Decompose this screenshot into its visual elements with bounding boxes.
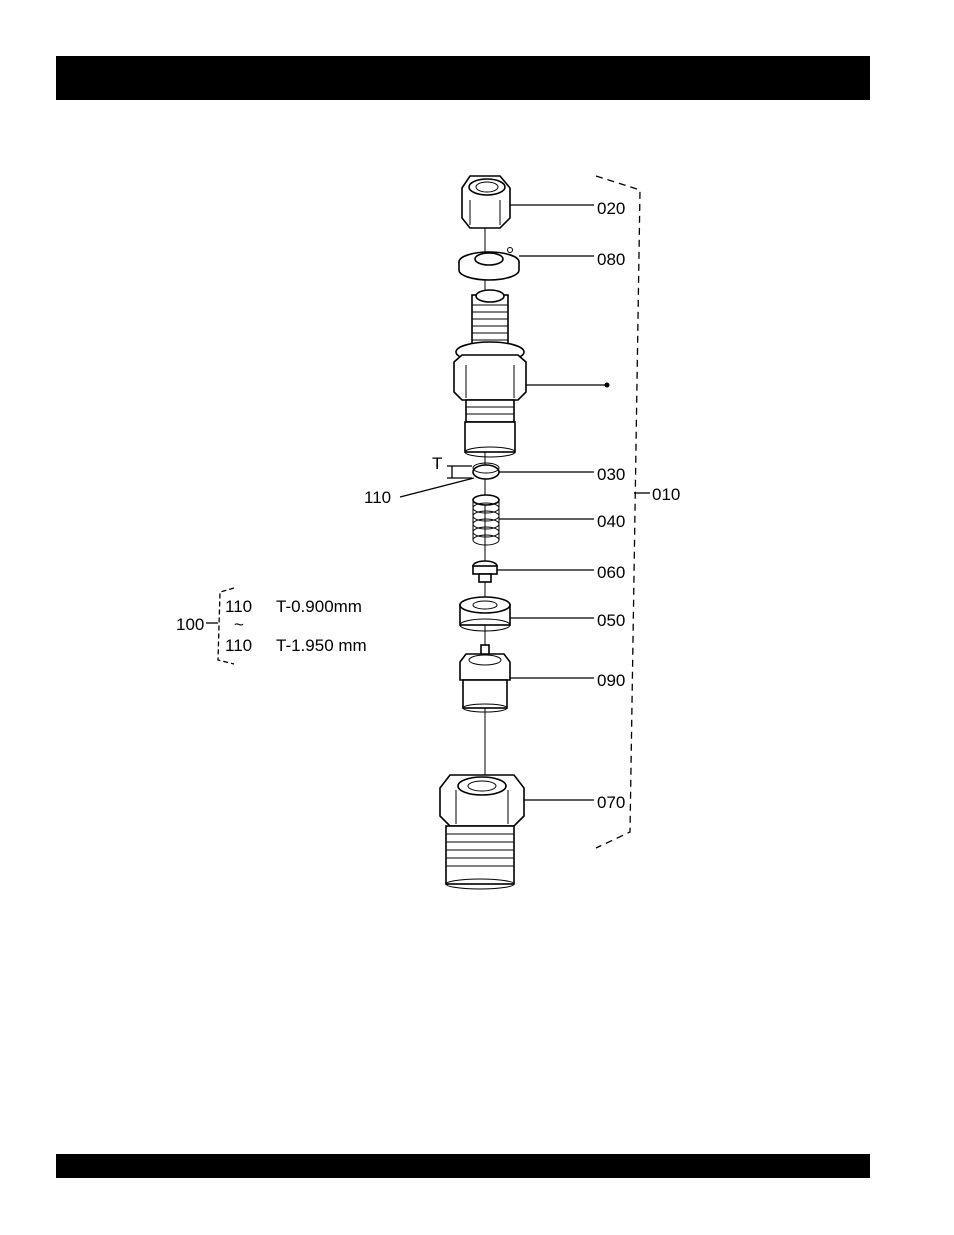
- callout-100: 100: [176, 615, 204, 634]
- part-070-retaining-nut: [440, 775, 524, 889]
- callout-080: 080: [597, 250, 625, 269]
- shim-row1-part: 110: [225, 597, 252, 616]
- shim-row2-spec: T-1.950 mm: [276, 636, 367, 655]
- part-030-shim: [473, 463, 499, 479]
- callout-050: 050: [597, 611, 625, 630]
- part-060-seat: [473, 561, 497, 582]
- part-090-nozzle: [460, 645, 510, 712]
- callout-090: 090: [597, 671, 625, 690]
- callout-110: 110: [364, 488, 391, 507]
- callout-030: 030: [597, 465, 625, 484]
- part-020-nut: [462, 176, 510, 228]
- callout-070: 070: [597, 793, 625, 812]
- shim-row1-spec: T-0.900mm: [276, 597, 362, 616]
- shim-range-tilde: ~: [234, 615, 244, 634]
- part-080-washer: [459, 248, 519, 281]
- part-040-spring: [473, 495, 499, 545]
- callout-010: 010: [652, 485, 680, 504]
- leader-dot: [605, 383, 610, 388]
- callout-040: 040: [597, 512, 625, 531]
- shim-row2-part: 110: [225, 636, 252, 655]
- part-nozzle-holder-body: [454, 290, 526, 457]
- callout-060: 060: [597, 563, 625, 582]
- thickness-symbol: T: [432, 454, 442, 473]
- callout-020: 020: [597, 199, 625, 218]
